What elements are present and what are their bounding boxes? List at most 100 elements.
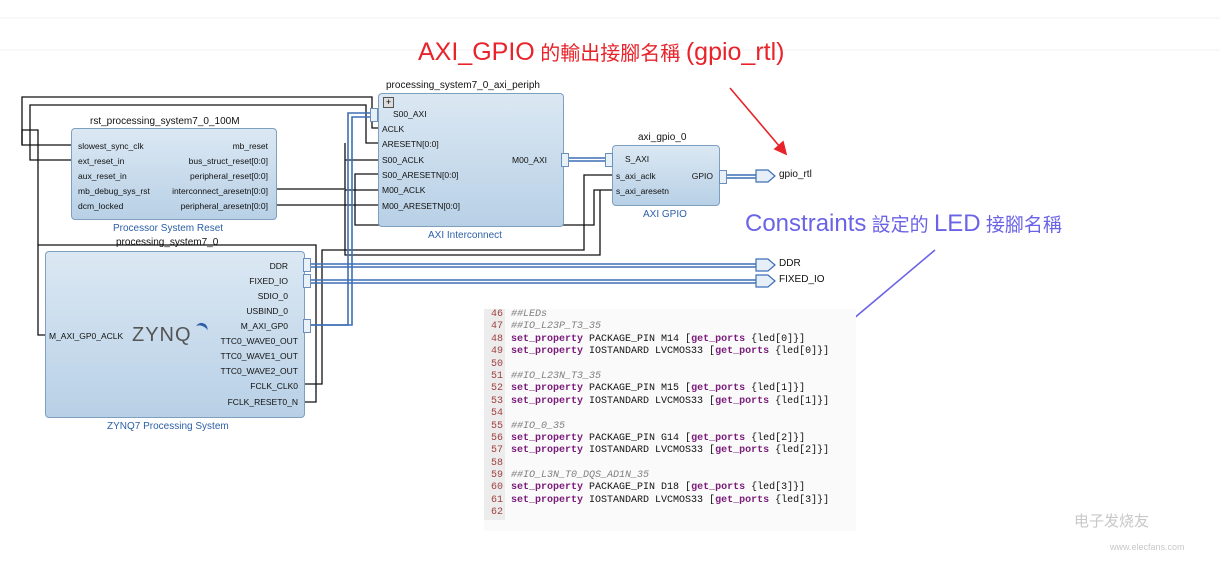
ic-pin-m00-aresetn[interactable]: M00_ARESETN[0:0] <box>382 201 460 211</box>
rst-pin-ext-reset-in[interactable]: ext_reset_in <box>78 156 125 166</box>
code-text: IOSTANDARD LVCMOS33 [ <box>583 494 716 506</box>
code-keyword: get_ports <box>715 346 770 358</box>
gpio-pin-gpio[interactable]: GPIO <box>691 171 713 181</box>
code-comment: ##IO_0_35 <box>511 420 566 432</box>
constraints-annotation-led: LED <box>933 210 981 237</box>
line-number: 60 <box>484 482 505 495</box>
axi-interconnect-block[interactable]: + S00_AXI ACLK ARESETN[0:0] S00_ACLK S00… <box>378 93 564 227</box>
line-number: 55 <box>484 420 505 433</box>
gpio-annotation-middle: 的輸出接腳名稱 <box>534 43 686 65</box>
zynq7-processing-system-block[interactable]: M_AXI_GP0_ACLK ZYNQ DDR FIXED_IO SDIO_0 … <box>45 251 305 418</box>
ic-s00-axi-grip <box>370 108 378 122</box>
code-comment: ##IO_L23N_T3_35 <box>511 370 602 382</box>
line-number: 51 <box>484 370 505 384</box>
line-number: 46 <box>484 309 505 322</box>
line-number: 59 <box>484 470 505 483</box>
interconnect-block-title: processing_system7_0_axi_periph <box>386 80 540 91</box>
code-text: IOSTANDARD LVCMOS33 [ <box>583 395 716 407</box>
code-text: {led[2]}] <box>769 445 830 457</box>
gpio-pin-s-axi-aresetn[interactable]: s_axi_aresetn <box>616 186 669 196</box>
line-number: 48 <box>484 333 505 347</box>
rst-pin-mb-reset[interactable]: mb_reset <box>232 141 268 151</box>
zynq-fixed-io-grip <box>303 274 311 288</box>
code-keyword: set_property <box>511 482 584 494</box>
port-fixed-io[interactable]: FIXED_IO <box>779 274 825 285</box>
code-line: 47 ##IO_L23P_T3_35 <box>484 321 856 334</box>
zynq-pin-fixed-io[interactable]: FIXED_IO <box>249 276 288 286</box>
rst-pin-bus-struct-reset[interactable]: bus_struct_reset[0:0] <box>188 156 268 166</box>
zynq-pin-ttc0-wave1-out[interactable]: TTC0_WAVE1_OUT <box>220 351 298 361</box>
zynq-pin-m-axi-gp0-aclk[interactable]: M_AXI_GP0_ACLK <box>49 331 124 341</box>
port-ddr[interactable]: DDR <box>779 258 801 269</box>
constraints-annotation-prefix: Constraints <box>745 210 867 237</box>
ic-pin-m00-aclk[interactable]: M00_ACLK <box>382 185 426 195</box>
line-number: 53 <box>484 395 505 409</box>
rst-pin-aux-reset-in[interactable]: aux_reset_in <box>78 171 127 181</box>
code-text: {led[2]}] <box>745 432 806 444</box>
code-keyword: set_property <box>511 383 584 395</box>
watermark-logo: 电子发烧友 <box>1074 513 1150 530</box>
gpio-rtl-port-shape <box>755 169 776 183</box>
rst-pin-peripheral-aresetn[interactable]: peripheral_aresetn[0:0] <box>180 201 268 211</box>
rst-pin-peripheral-reset[interactable]: peripheral_reset[0:0] <box>190 171 268 181</box>
constraints-annotation-middle: 設定的 <box>866 215 934 236</box>
code-line: 58 <box>484 457 856 471</box>
code-line: 62 <box>484 507 856 520</box>
code-keyword: set_property <box>511 445 584 457</box>
gpio-output-annotation: AXI_GPIO 的輸出接腳名稱 (gpio_rtl) <box>418 37 785 67</box>
zynq-pin-usbind-0[interactable]: USBIND_0 <box>246 306 288 316</box>
gpio-block-title: axi_gpio_0 <box>638 132 687 143</box>
zynq-pin-m-axi-gp0[interactable]: M_AXI_GP0 <box>240 321 288 331</box>
ic-pin-m00-axi[interactable]: M00_AXI <box>512 155 547 165</box>
code-line: 50 <box>484 358 856 371</box>
rst-pin-interconnect-aresetn[interactable]: interconnect_aresetn[0:0] <box>172 186 268 196</box>
ic-pin-s00-axi[interactable]: S00_AXI <box>393 109 427 119</box>
gpio-pin-s-axi[interactable]: S_AXI <box>625 154 650 164</box>
port-gpio-rtl[interactable]: gpio_rtl <box>779 169 812 180</box>
code-text: {led[0]}] <box>769 346 830 358</box>
ic-pin-s00-aresetn[interactable]: S00_ARESETN[0:0] <box>382 170 459 180</box>
code-keyword: get_ports <box>715 445 770 457</box>
zynq-pin-fclk-clk0[interactable]: FCLK_CLK0 <box>250 381 298 391</box>
red-annotation-arrow <box>729 87 787 155</box>
zynq-ddr-grip <box>303 258 311 272</box>
line-number: 61 <box>484 494 505 508</box>
zynq-pin-fclk-reset0-n[interactable]: FCLK_RESET0_N <box>227 397 298 407</box>
code-comment: ##LEDs <box>511 309 548 320</box>
zynq-pin-sdio-0[interactable]: SDIO_0 <box>257 291 288 301</box>
line-number: 54 <box>484 408 505 421</box>
code-keyword: set_property <box>511 346 584 358</box>
ic-pin-aclk[interactable]: ACLK <box>382 124 405 134</box>
zynq-pin-ttc0-wave0-out[interactable]: TTC0_WAVE0_OUT <box>220 336 298 346</box>
code-keyword: get_ports <box>691 432 746 444</box>
gpio-pin-s-axi-aclk[interactable]: s_axi_aclk <box>616 171 656 181</box>
code-keyword: get_ports <box>715 395 770 407</box>
code-line: 54 <box>484 408 856 421</box>
code-text: PACKAGE_PIN G14 [ <box>583 432 692 444</box>
zynq-m-axi-gp0-grip <box>303 319 311 333</box>
expand-icon[interactable]: + <box>383 97 394 108</box>
code-text: {led[1]}] <box>745 383 806 395</box>
rst-block-title: rst_processing_system7_0_100M <box>90 116 240 127</box>
zynq-logo-swoosh-icon <box>194 321 210 334</box>
gpio-out-grip <box>719 170 727 184</box>
zynq-pin-ddr[interactable]: DDR <box>269 261 288 271</box>
code-line: 59 ##IO_L3N_T0_DQS_AD1N_35 <box>484 470 856 483</box>
code-text: PACKAGE_PIN D18 [ <box>583 482 692 494</box>
code-line: 49 set_property IOSTANDARD LVCMOS33 [get… <box>484 346 856 359</box>
zynq-block-caption: ZYNQ7 Processing System <box>107 421 229 432</box>
code-text: PACKAGE_PIN M14 [ <box>583 333 692 345</box>
zynq-pin-ttc0-wave2-out[interactable]: TTC0_WAVE2_OUT <box>220 366 298 376</box>
code-keyword: get_ports <box>691 383 746 395</box>
code-line: 46 ##LEDs <box>484 309 856 322</box>
processor-system-reset-block[interactable]: slowest_sync_clk ext_reset_in aux_reset_… <box>71 128 277 220</box>
rst-pin-slowest-sync-clk[interactable]: slowest_sync_clk <box>78 141 144 151</box>
code-line: 61 set_property IOSTANDARD LVCMOS33 [get… <box>484 494 856 508</box>
axi-gpio-block[interactable]: S_AXI s_axi_aclk s_axi_aresetn GPIO <box>612 145 720 206</box>
rst-pin-dcm-locked[interactable]: dcm_locked <box>78 201 124 211</box>
ic-pin-aresetn[interactable]: ARESETN[0:0] <box>382 139 439 149</box>
rst-pin-mb-debug-sys-rst[interactable]: mb_debug_sys_rst <box>78 186 150 196</box>
code-line: 48 set_property PACKAGE_PIN M14 [get_por… <box>484 333 856 347</box>
ic-pin-s00-aclk[interactable]: S00_ACLK <box>382 155 425 165</box>
